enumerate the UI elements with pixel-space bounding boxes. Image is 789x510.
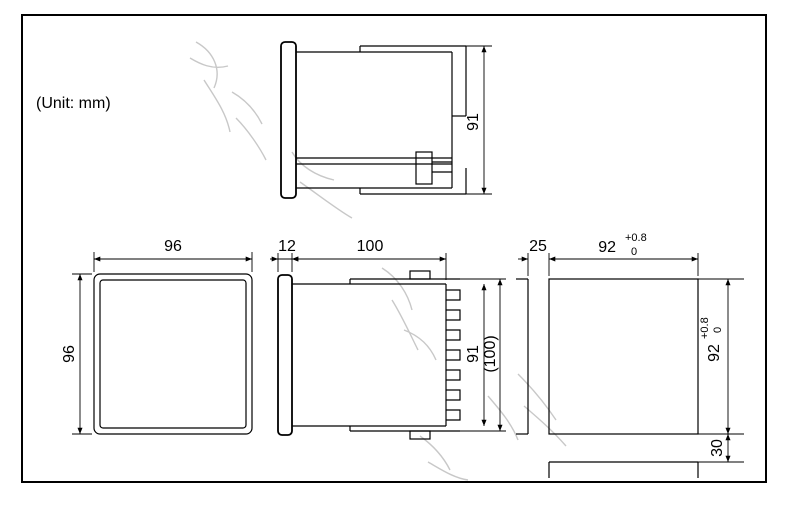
body-height-dim: 91 <box>465 345 482 363</box>
panel-cutout <box>516 253 744 478</box>
front-width-dim: 96 <box>164 238 182 255</box>
cutout-spacing-dim: 25 <box>529 238 547 255</box>
side-view <box>270 253 506 440</box>
cutout-height-main: 92 <box>706 344 723 362</box>
cutout-gap-dim: 30 <box>709 439 726 457</box>
cutout-width-main: 92 <box>598 239 616 256</box>
drawing-frame <box>21 14 767 483</box>
cutout-width-tol-lower: 0 <box>631 246 637 258</box>
top-view-height-dim: 91 <box>465 113 482 131</box>
cutout-width-tol-upper: +0.8 <box>625 232 647 244</box>
bezel-dim: 12 <box>278 238 296 255</box>
front-view <box>72 252 253 435</box>
top-side-view <box>280 41 492 199</box>
unit-label: (Unit: mm) <box>36 95 111 112</box>
depth-dim: 100 <box>357 238 384 255</box>
overall-height-dim: (100) <box>482 335 499 372</box>
cutout-height-tol-lower: 0 <box>712 327 724 333</box>
cutout-height-tol-upper: +0.8 <box>699 317 711 339</box>
front-height-dim: 96 <box>61 345 78 363</box>
